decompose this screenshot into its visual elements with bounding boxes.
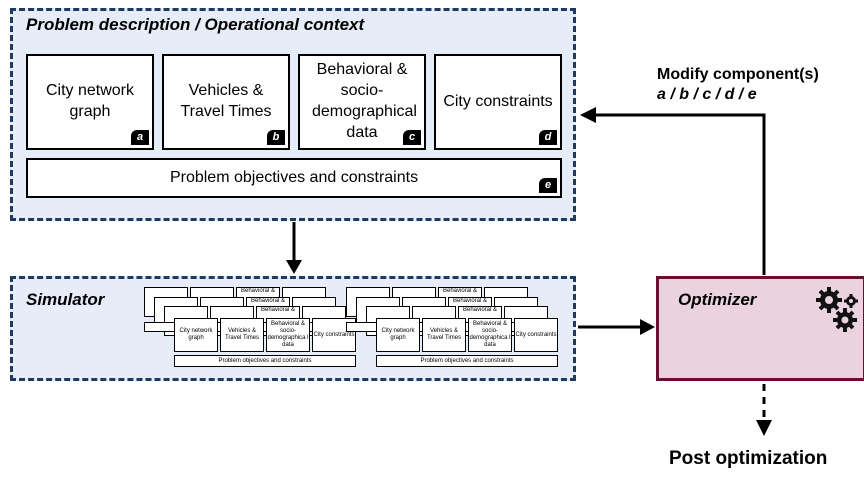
problem-panel-title: Problem description / Operational contex… xyxy=(26,15,365,34)
arrow-feedback xyxy=(594,113,766,275)
mini-label: Behavioral & socio-demographica l data xyxy=(267,321,309,348)
mini-label: City constraints xyxy=(313,331,355,338)
component-vehicles: Vehicles & Travel Times b xyxy=(162,54,290,150)
mini-label: Behavioral & xyxy=(250,298,286,304)
mini-label: Behavioral & xyxy=(452,298,488,304)
mini-label: Behavioral & socio-demographica l data xyxy=(469,321,511,348)
simulator-title: Simulator xyxy=(26,290,105,309)
mini-label: Problem objectives and constraints xyxy=(420,357,514,364)
arrowhead-down-post xyxy=(756,420,772,436)
arrowhead-left xyxy=(580,107,596,123)
mini-label: Behavioral & xyxy=(240,288,276,294)
mini-label: City constraints xyxy=(515,331,557,338)
component-tag: b xyxy=(267,130,285,145)
post-optimization-label: Post optimization xyxy=(669,448,828,469)
mini-label: Behavioral & xyxy=(462,307,498,313)
component-objectives: Problem objectives and constraints e xyxy=(26,158,562,198)
component-label: Vehicles & Travel Times xyxy=(180,82,272,120)
component-behavioral: Behavioral & socio-demographical data c xyxy=(298,54,426,150)
component-city-constraints: City constraints d xyxy=(434,54,562,150)
component-tag: a xyxy=(131,130,149,145)
mini-label: Vehicles & Travel Times xyxy=(224,328,260,341)
mini-network: City network graph xyxy=(174,318,218,352)
component-city-network: City network graph a xyxy=(26,54,154,150)
mini-behavioral: Behavioral & socio-demographica l data xyxy=(468,318,512,352)
component-label: Behavioral & socio-demographical data xyxy=(312,61,417,141)
component-label: City network graph xyxy=(45,82,135,120)
mini-label: Behavioral & xyxy=(260,307,296,313)
mini-behavioral: Behavioral & socio-demographica l data xyxy=(266,318,310,352)
mini-network: City network graph xyxy=(376,318,420,352)
mini-objectives: Problem objectives and constraints xyxy=(174,355,356,367)
mini-label: City network graph xyxy=(179,328,213,341)
optimizer-title: Optimizer xyxy=(678,290,757,309)
mini-vehicles: Vehicles & Travel Times xyxy=(422,318,466,352)
mini-label: City network graph xyxy=(381,328,415,341)
mini-label: Behavioral & xyxy=(442,288,478,294)
arrowhead-right xyxy=(640,319,655,335)
component-tag: e xyxy=(539,178,557,193)
mini-objectives: Problem objectives and constraints xyxy=(376,355,558,367)
modify-label: Modify component(s) xyxy=(657,66,819,83)
mini-label: Vehicles & Travel Times xyxy=(426,328,462,341)
modify-components-label: a / b / c / d / e xyxy=(657,86,757,103)
objectives-label: Problem objectives and constraints xyxy=(169,168,419,186)
component-label: City constraints xyxy=(443,92,553,110)
arrowhead-down xyxy=(286,260,302,274)
mini-vehicles: Vehicles & Travel Times xyxy=(220,318,264,352)
component-tag: d xyxy=(539,130,557,145)
mini-label: Problem objectives and constraints xyxy=(218,357,312,364)
component-tag: c xyxy=(403,130,421,145)
mini-city: City constraints xyxy=(514,318,558,352)
